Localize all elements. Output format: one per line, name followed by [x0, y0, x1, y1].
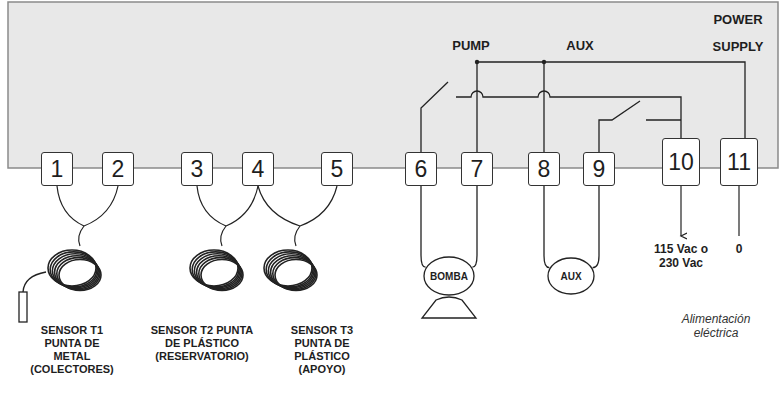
neutral-label: 0: [729, 242, 749, 256]
terminal-number: 3: [191, 156, 204, 183]
sensor-label: SENSOR T3 PUNTA DE PLÁSTICO (APOYO): [280, 324, 364, 376]
terminal-number: 1: [51, 156, 64, 183]
terminal-box: 1: [41, 152, 73, 186]
supply-label: POWER SUPPLY: [698, 6, 778, 60]
terminal-wire: [544, 186, 549, 268]
sensor-label: SENSOR T2 PUNTA DE PLÁSTICO (RESERVATORI…: [150, 324, 254, 363]
load-circle: AUX: [547, 257, 595, 295]
terminal-number: 8: [538, 156, 551, 183]
sensor-probe: [19, 272, 46, 322]
terminal-number: 4: [252, 156, 265, 183]
terminal-wire: [472, 186, 477, 267]
terminal-box: 10: [662, 138, 700, 186]
supply-note: Alimentación eléctrica: [670, 312, 762, 340]
load-name: BOMBA: [430, 271, 468, 282]
terminal-box: 2: [102, 152, 134, 186]
terminal-number: 10: [668, 149, 694, 176]
sensor-coils: [48, 250, 317, 291]
pump-base: [422, 297, 476, 318]
terminal-box: 8: [528, 152, 560, 186]
terminal-box: 4: [242, 152, 274, 186]
terminal-number: 9: [593, 156, 606, 183]
terminal-box: 9: [583, 152, 615, 186]
terminal-wire: [593, 186, 599, 268]
terminal-box: 7: [461, 152, 493, 186]
terminal-wire: [421, 186, 426, 267]
terminal-box: 5: [321, 152, 353, 186]
terminal-box: 3: [181, 152, 213, 186]
relay-label: PUMP: [441, 38, 501, 54]
terminal-number: 2: [112, 156, 125, 183]
voltage-label: 115 Vac o 230 Vac: [652, 242, 710, 270]
load-name: AUX: [560, 271, 581, 282]
terminal-number: 7: [471, 156, 484, 183]
load-circle: BOMBA: [423, 256, 475, 296]
supply-leaders: [681, 186, 739, 236]
sensor-label: SENSOR T1 PUNTA DE METAL (COLECTORES): [26, 324, 118, 376]
terminal-number: 5: [331, 156, 344, 183]
terminal-number: 6: [415, 156, 428, 183]
relay-label: AUX: [555, 38, 605, 54]
terminal-box: 6: [405, 152, 437, 186]
terminal-number: 11: [727, 149, 751, 176]
sensor-wires: [57, 186, 337, 246]
terminal-box: 11: [720, 138, 758, 186]
